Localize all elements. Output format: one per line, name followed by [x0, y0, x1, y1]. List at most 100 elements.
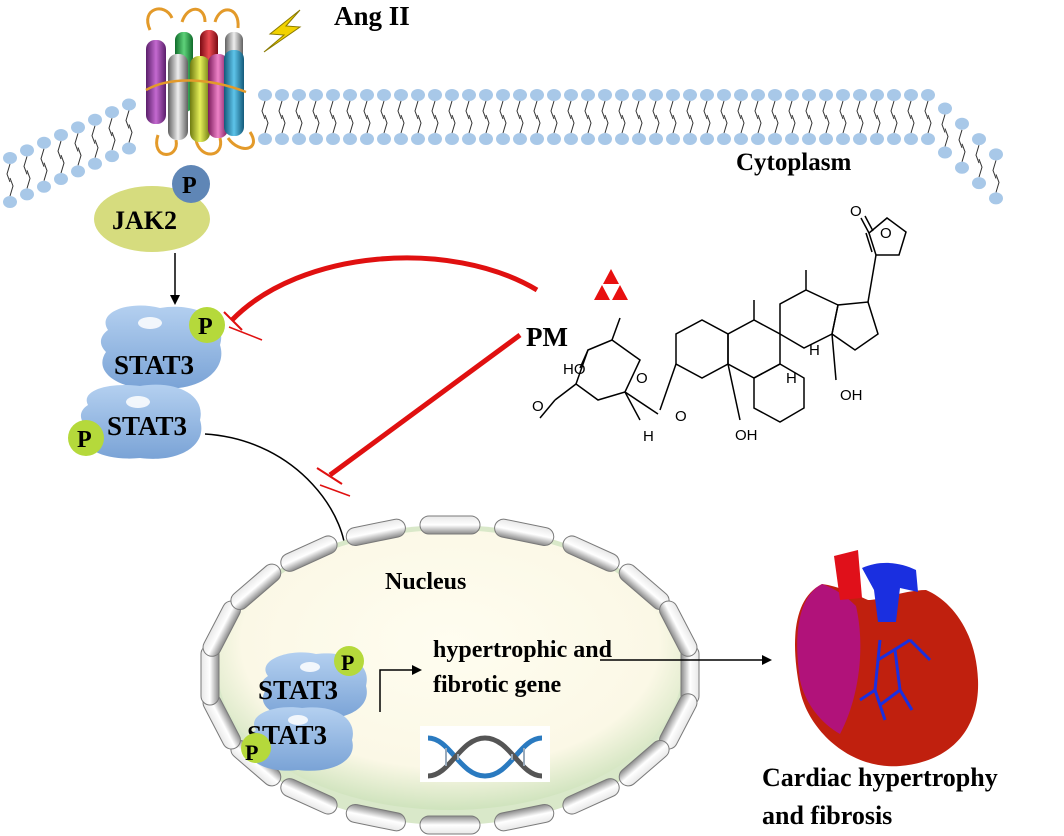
- svg-text:OH: OH: [735, 427, 758, 444]
- lipid-head: [37, 136, 51, 149]
- stat3-phospho-badge-bottom: P: [68, 420, 104, 456]
- stat3-dimer-nucleus: STAT3 STAT3: [247, 652, 367, 771]
- lipid-head: [938, 102, 952, 115]
- lipid-head: [343, 89, 357, 101]
- lipid-head: [700, 133, 714, 145]
- lipid-head: [479, 89, 493, 101]
- lipid-head: [887, 133, 901, 145]
- lipid-head: [785, 133, 799, 145]
- lipid-head: [870, 89, 884, 101]
- lipid-head: [802, 133, 816, 145]
- svg-text:P: P: [245, 740, 258, 765]
- lipid-head: [598, 133, 612, 145]
- lipid-head: [462, 133, 476, 145]
- envelope-segment: [659, 600, 698, 657]
- lipid-head: [853, 133, 867, 145]
- lipid-head: [513, 89, 527, 101]
- envelope-segment: [419, 815, 481, 835]
- svg-text:P: P: [198, 314, 213, 340]
- lipid-head: [853, 89, 867, 101]
- lipid-head: [836, 133, 850, 145]
- lipid-head: [3, 196, 17, 208]
- outcome-label-line2: and fibrosis: [762, 801, 892, 830]
- outcome-label-line1: Cardiac hypertrophy: [762, 763, 998, 792]
- svg-text:STAT3: STAT3: [258, 675, 338, 705]
- stat3-dimer-cytoplasm: STAT3 STAT3: [80, 305, 222, 459]
- lipid-head: [904, 133, 918, 145]
- svg-text:O: O: [636, 370, 648, 387]
- lipid-head: [581, 133, 595, 145]
- svg-text:H: H: [786, 370, 797, 387]
- lipid-head: [309, 133, 323, 145]
- lipid-head: [989, 148, 1003, 161]
- svg-text:STAT3: STAT3: [107, 411, 187, 441]
- lipid-head: [496, 133, 510, 145]
- gene-label-line2: fibrotic gene: [433, 672, 562, 698]
- envelope-segment: [345, 518, 406, 547]
- lipid-head: [275, 133, 289, 145]
- lipid-head: [428, 89, 442, 101]
- cell-membrane: [3, 89, 1003, 208]
- nuclear-stat3-phospho-badge-top: P: [334, 646, 364, 676]
- envelope-segment: [419, 515, 481, 535]
- lipid-head: [479, 133, 493, 145]
- lipid-head: [54, 129, 68, 142]
- lipid-head: [921, 89, 935, 101]
- svg-text:O: O: [675, 408, 687, 425]
- lipid-head: [394, 89, 408, 101]
- lipid-head: [428, 133, 442, 145]
- lipid-head: [632, 133, 646, 145]
- periplocymarin-structure: [539, 215, 907, 423]
- lipid-head: [717, 89, 731, 101]
- lipid-head: [496, 89, 510, 101]
- envelope-segment: [280, 778, 338, 815]
- svg-text:OH: OH: [840, 387, 863, 404]
- envelope-segment: [618, 739, 670, 787]
- lipid-head: [71, 121, 85, 134]
- lipid-head: [360, 89, 374, 101]
- svg-text:O: O: [532, 398, 544, 415]
- lipid-head: [377, 133, 391, 145]
- lipid-head: [122, 142, 136, 155]
- lipid-head: [258, 89, 272, 101]
- svg-text:O: O: [880, 225, 892, 242]
- lipid-head: [547, 89, 561, 101]
- cytoplasm-label: Cytoplasm: [736, 149, 851, 176]
- lipid-head: [666, 133, 680, 145]
- lipid-head: [632, 89, 646, 101]
- pm-inhibition-phosphorylation: [223, 255, 539, 341]
- lipid-head: [768, 89, 782, 101]
- lipid-head: [564, 133, 578, 145]
- lipid-head: [292, 133, 306, 145]
- lipid-head: [802, 89, 816, 101]
- lipid-head: [530, 89, 544, 101]
- lipid-head: [615, 89, 629, 101]
- lipid-head: [972, 133, 986, 146]
- lipid-head: [955, 117, 969, 130]
- lipid-head: [700, 89, 714, 101]
- envelope-segment: [562, 535, 620, 572]
- lipid-head: [105, 150, 119, 163]
- lipid-head: [326, 89, 340, 101]
- lipid-head: [530, 133, 544, 145]
- lipid-head: [768, 133, 782, 145]
- lipid-head: [411, 133, 425, 145]
- nuclear-envelope: [200, 515, 700, 835]
- lipid-head: [20, 188, 34, 201]
- lipid-head: [683, 133, 697, 145]
- envelope-segment: [345, 803, 406, 832]
- envelope-segment: [494, 518, 555, 547]
- lipid-head: [921, 133, 935, 145]
- lipid-head: [904, 89, 918, 101]
- lipid-head: [972, 177, 986, 190]
- lipid-head: [411, 89, 425, 101]
- lipid-head: [445, 89, 459, 101]
- ang-ii-label: Ang II: [334, 1, 410, 31]
- lipid-head: [88, 157, 102, 170]
- lipid-head: [751, 133, 765, 145]
- lipid-head: [819, 89, 833, 101]
- svg-text:JAK2: JAK2: [112, 206, 177, 235]
- lipid-head: [734, 89, 748, 101]
